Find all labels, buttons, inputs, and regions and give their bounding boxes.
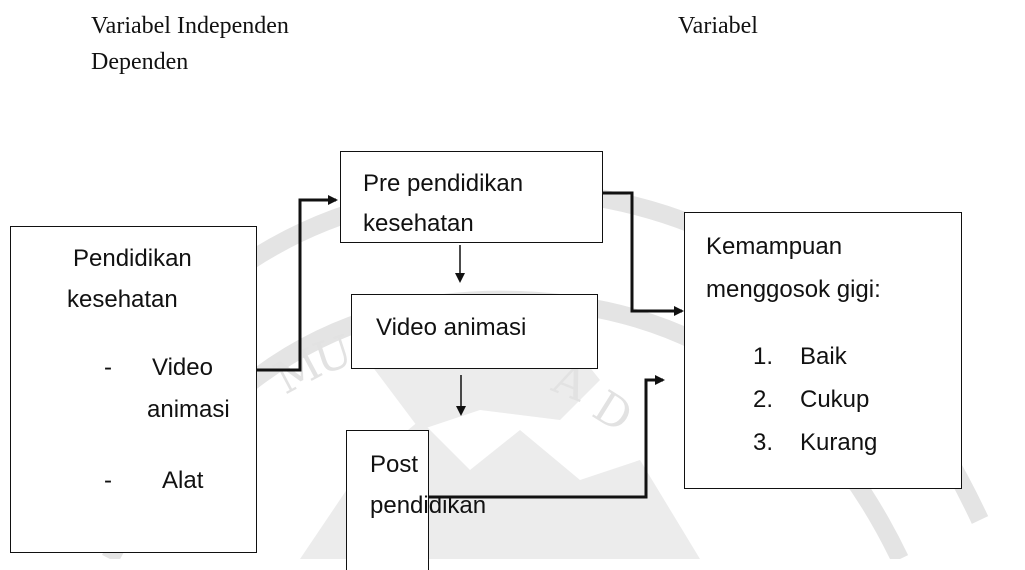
box-pre-line1: Pre pendidikan bbox=[363, 170, 524, 197]
arrow-pre-to-outcome bbox=[602, 191, 684, 316]
heading-variable: Variabel bbox=[678, 13, 758, 39]
list-item-number: 3. bbox=[753, 429, 774, 456]
arrow-post-to-outcome bbox=[427, 375, 665, 499]
list-item-alat: Alat bbox=[162, 467, 204, 494]
list-item-kurang: Kurang bbox=[800, 429, 878, 456]
box-outcome-line1: Kemampuan bbox=[706, 233, 843, 260]
box-left-title-line2: kesehatan bbox=[67, 286, 178, 313]
box-post-pendidikan bbox=[346, 430, 429, 570]
box-post-right-edge bbox=[428, 430, 429, 570]
list-item-video-line1: Video bbox=[152, 354, 213, 381]
list-item-number: 1. bbox=[753, 343, 774, 370]
list-item-cukup: Cukup bbox=[800, 386, 870, 413]
bullet-dash: - bbox=[104, 467, 112, 494]
list-item-baik: Baik bbox=[800, 343, 847, 370]
list-item-number: 2. bbox=[753, 386, 774, 413]
heading-independent: Variabel Independen bbox=[91, 13, 289, 39]
arrow-left-to-pre bbox=[256, 195, 338, 372]
box-outcome-line2: menggosok gigi: bbox=[706, 276, 881, 303]
box-kemampuan-menggosok-gigi bbox=[684, 212, 962, 489]
box-pre-pendidikan bbox=[340, 151, 603, 243]
box-left-title-line1: Pendidikan bbox=[73, 245, 192, 272]
box-video-animasi bbox=[351, 294, 598, 369]
box-post-line1: Post bbox=[370, 451, 419, 478]
box-post-top-edge bbox=[346, 430, 429, 431]
box-video-label: Video animasi bbox=[376, 314, 527, 341]
box-post-line2: pendidikan bbox=[370, 492, 487, 519]
heading-dependent-continued: Dependen bbox=[91, 49, 189, 75]
box-pendidikan-kesehatan bbox=[10, 226, 257, 553]
list-item-video-line2: animasi bbox=[147, 396, 230, 423]
box-pre-line2: kesehatan bbox=[363, 210, 474, 237]
bullet-dash: - bbox=[104, 354, 112, 381]
